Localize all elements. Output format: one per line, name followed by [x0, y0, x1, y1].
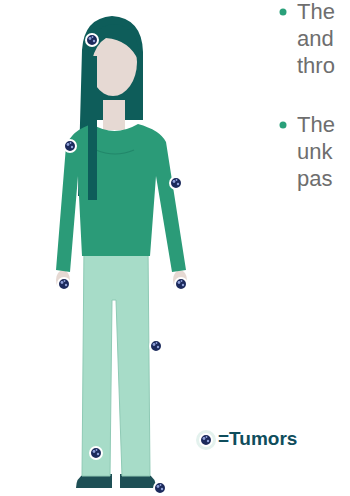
tumor-marker [64, 140, 76, 152]
sweater-fold [96, 150, 134, 154]
pants [82, 246, 150, 476]
note-text: The and thro [297, 0, 349, 79]
hair-strand [88, 56, 97, 200]
tumor-marker [58, 278, 70, 290]
bullet-dot [280, 122, 287, 129]
bullet-dot [280, 9, 287, 16]
note-text: The unk pas [297, 111, 349, 192]
tumor-marker [154, 482, 166, 494]
legend-label: =Tumors [218, 428, 297, 450]
hand [173, 270, 187, 290]
legend-tumor-icon [196, 430, 216, 450]
tumor-marker [86, 34, 98, 46]
sweater [56, 124, 186, 272]
tumor-marker [175, 278, 187, 290]
tumor-marker [150, 340, 162, 352]
tumor-marker [170, 177, 182, 189]
neck [103, 100, 125, 130]
hand [56, 270, 70, 290]
tumor-marker [90, 447, 102, 459]
